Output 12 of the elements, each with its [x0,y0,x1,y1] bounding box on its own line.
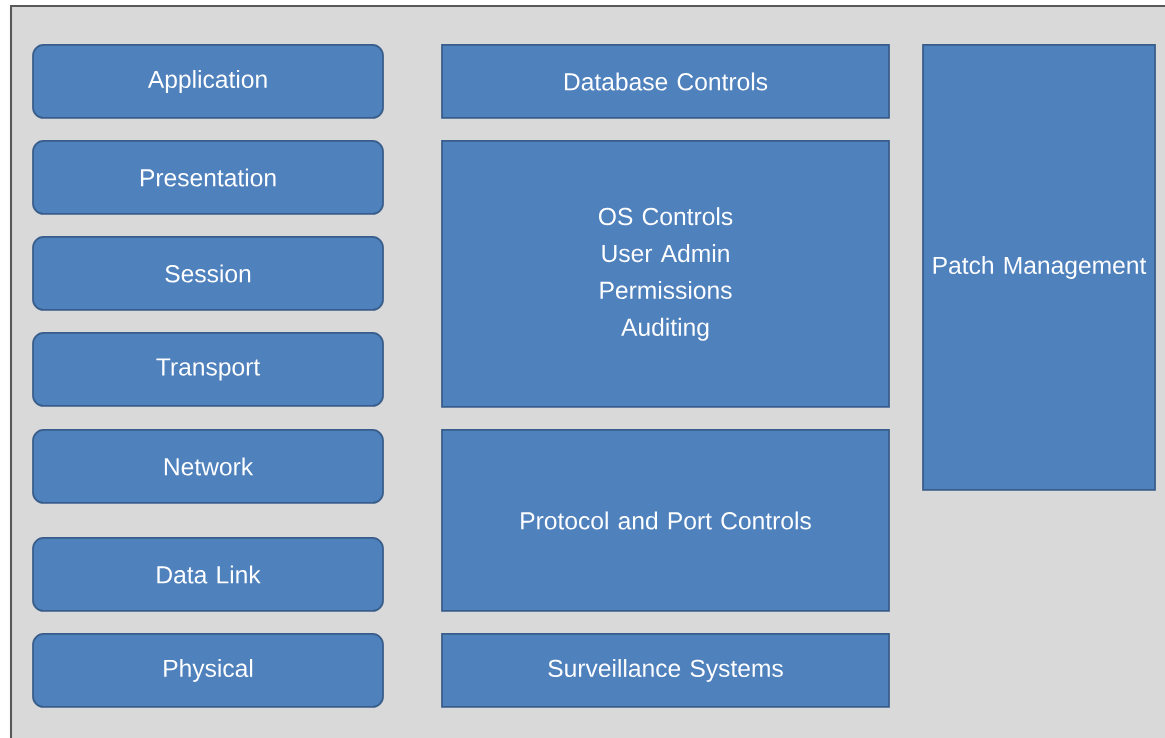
layer-box: Physical [32,633,384,708]
control-box: Surveillance Systems [441,633,890,708]
layer-box: Data Link [32,537,384,612]
layer-box: Transport [32,332,384,407]
control-box: Database Controls [441,44,890,119]
layer-box: Session [32,236,384,311]
layer-box: Presentation [32,140,384,215]
control-box: Protocol and Port Controls [441,429,890,612]
control-box: Patch Management [922,44,1156,491]
layer-box: Application [32,44,384,119]
control-box: OS Controls User Admin Permissions Auditing [441,140,890,408]
layer-box: Network [32,429,384,504]
